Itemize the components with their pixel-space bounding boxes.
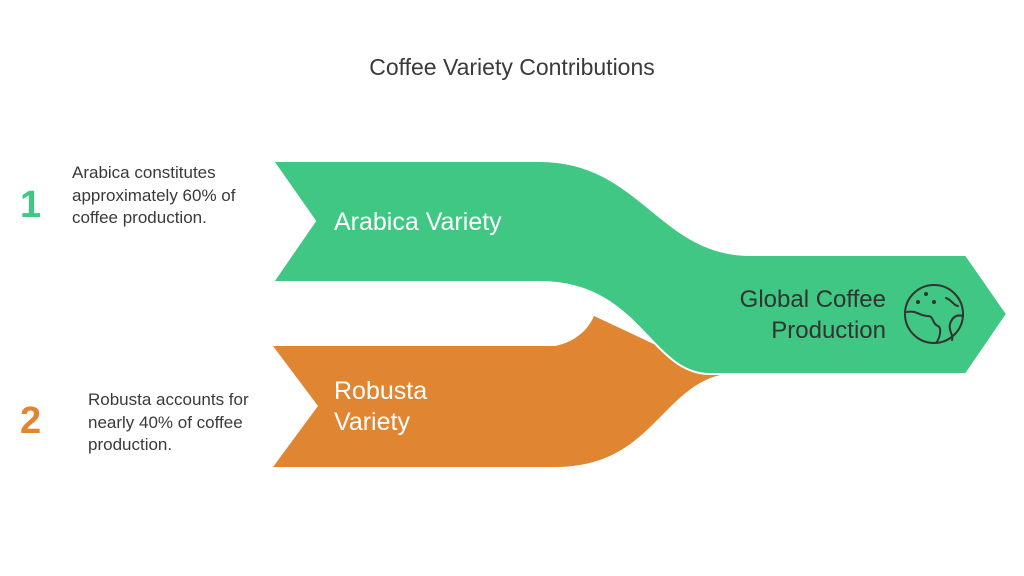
step-description-2: Robusta accounts for nearly 40% of coffe… [88, 390, 249, 454]
step-number-2: 2 [20, 400, 42, 442]
arabica-variety-label: Arabica Variety [334, 208, 502, 236]
global-coffee-production-label: Global Coffee Production [739, 286, 886, 344]
step-description-1: Arabica constitutes approximately 60% of… [72, 163, 236, 227]
step-number-1: 1 [20, 184, 42, 226]
arabica-flow-shape [272, 160, 1008, 375]
diagram-title: Coffee Variety Contributions [369, 54, 655, 80]
globe-icon [904, 284, 964, 344]
robusta-variety-label: Robusta Variety [334, 377, 428, 436]
robusta-flow-shape [273, 316, 720, 467]
